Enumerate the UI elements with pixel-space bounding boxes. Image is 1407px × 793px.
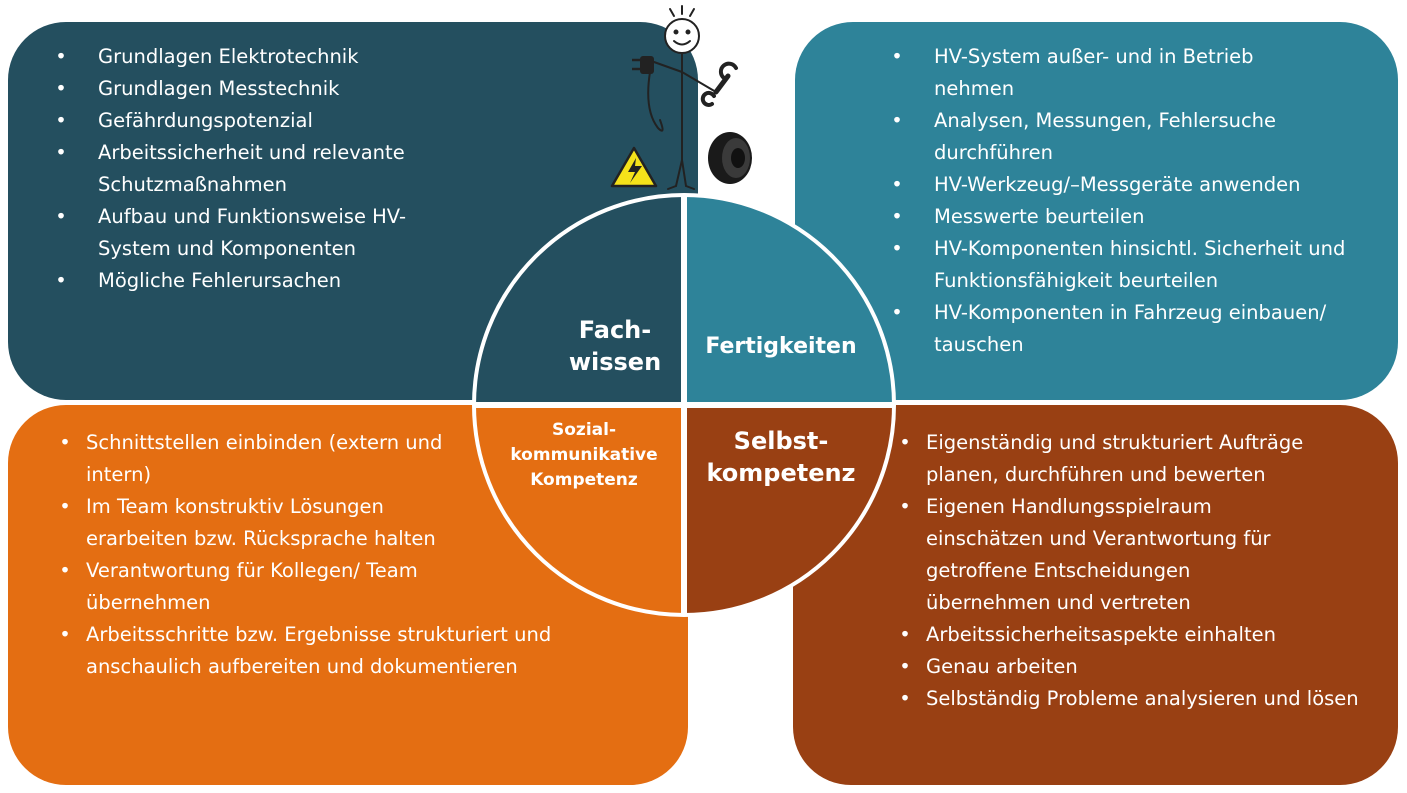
list-item: Im Team konstruktiv Lösungen erarbeiten … xyxy=(58,491,486,555)
plug-icon xyxy=(632,56,654,74)
fertigkeiten-list: HV-System außer- und in Betrieb nehmen A… xyxy=(890,41,1360,361)
list-item: Eigenständig und strukturiert Aufträge p… xyxy=(898,427,1366,491)
list-item: HV-Komponenten hinsichtl. Sicherheit und… xyxy=(890,233,1404,297)
fachwissen-label: Fach- wissen xyxy=(568,316,662,376)
list-item: Schnittstellen einbinden (extern und int… xyxy=(58,427,466,491)
stick-figure-icon xyxy=(610,5,752,190)
list-item: Gefährdungspotenzial xyxy=(54,105,484,137)
list-item: Genau arbeiten xyxy=(898,651,1358,683)
fertigkeiten-quadrant xyxy=(684,195,894,405)
fertigkeiten-label: Fertigkeiten xyxy=(705,334,857,359)
list-item: Eigenen Handlungsspielraum einschätzen u… xyxy=(898,491,1316,619)
list-item: Arbeitsschritte bzw. Ergebnisse struktur… xyxy=(58,619,616,683)
list-item: Arbeitssicherheit und relevante Schutzma… xyxy=(54,137,468,201)
fachwissen-list: Grundlagen Elektrotechnik Grundlagen Mes… xyxy=(54,41,484,297)
sozialkompetenz-label: Sozial- kommunikative Kompetenz xyxy=(510,420,658,490)
list-item: HV-Werkzeug/–Messgeräte anwenden xyxy=(890,169,1360,201)
selbstkompetenz-quadrant xyxy=(684,405,894,615)
sozialkompetenz-quadrant xyxy=(474,405,684,615)
sozialkompetenz-list: Schnittstellen einbinden (extern und int… xyxy=(58,427,618,683)
cable-roll-icon xyxy=(708,132,752,184)
list-item: Verantwortung für Kollegen/ Team überneh… xyxy=(58,555,496,619)
high-voltage-warning-icon xyxy=(610,146,658,188)
list-item: Grundlagen Messtechnik xyxy=(54,73,484,105)
list-item: Aufbau und Funktionsweise HV-System und … xyxy=(54,201,478,265)
selbstkompetenz-label: Selbst- kompetenz xyxy=(706,427,856,487)
list-item: Mögliche Fehlerursachen xyxy=(54,265,484,297)
list-item: Messwerte beurteilen xyxy=(890,201,1360,233)
list-item: Selbständig Probleme analysieren und lös… xyxy=(898,683,1386,715)
wrench-icon xyxy=(700,61,738,107)
fachwissen-quadrant xyxy=(474,195,684,405)
list-item: Analysen, Messungen, Fehlersuche durchfü… xyxy=(890,105,1334,169)
list-item: Arbeitssicherheitsaspekte einhalten xyxy=(898,619,1358,651)
selbstkompetenz-list: Eigenständig und strukturiert Aufträge p… xyxy=(898,427,1359,715)
list-item: HV-System außer- und in Betrieb nehmen xyxy=(890,41,1314,105)
list-item: Grundlagen Elektrotechnik xyxy=(54,41,484,73)
list-item: HV-Komponenten in Fahrzeug einbauen/ tau… xyxy=(890,297,1404,361)
